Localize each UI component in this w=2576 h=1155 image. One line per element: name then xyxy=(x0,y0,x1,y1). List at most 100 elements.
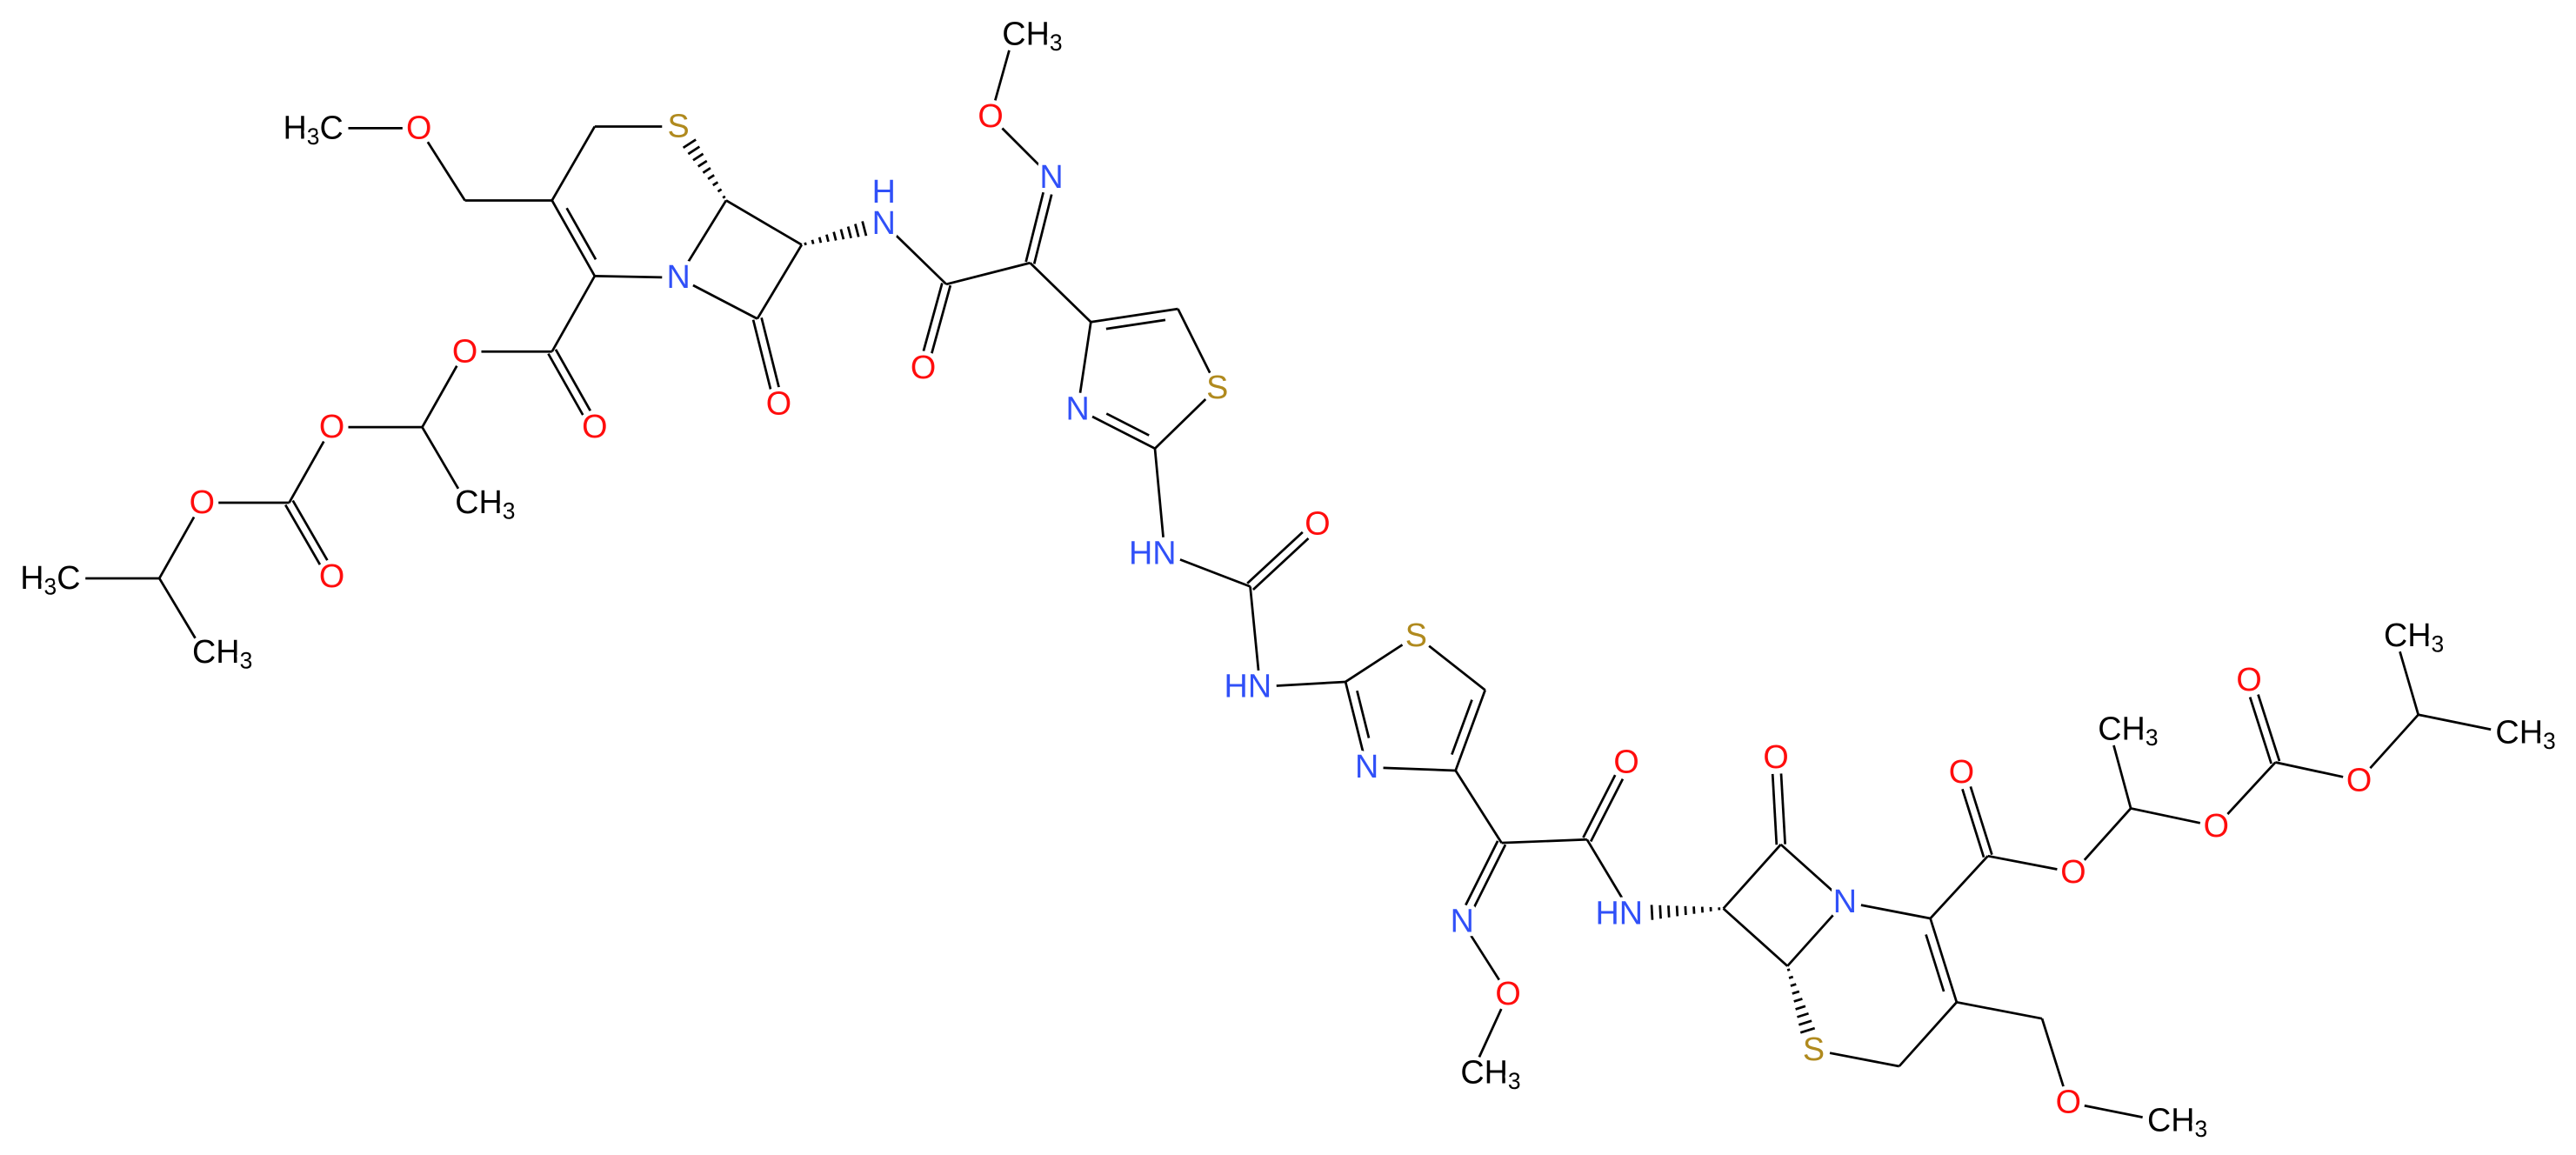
single-bond xyxy=(1987,854,2058,871)
single-bond xyxy=(421,365,458,428)
double-bond-line xyxy=(1779,773,1786,845)
atom-label-o: O xyxy=(978,98,1003,135)
double-bond-inner-line xyxy=(565,207,597,261)
hashed-wedge-bond-stroke xyxy=(1793,998,1803,1003)
atom-label-hn: HN xyxy=(1129,536,1177,572)
atom-label-n: N xyxy=(667,259,691,296)
double-bond-inner-line xyxy=(1451,699,1473,756)
single-bond xyxy=(993,50,1011,102)
hashed-wedge-bond-stroke xyxy=(717,188,723,193)
hashed-wedge-bond-stroke xyxy=(1795,1005,1806,1011)
single-bond xyxy=(2418,713,2492,731)
atom-label-o: O xyxy=(582,409,607,445)
hashed-wedge-bond-stroke xyxy=(1799,1026,1816,1034)
double-bond-inner-line xyxy=(1105,318,1166,330)
single-bond xyxy=(725,199,803,246)
atom-label-ch3: CH3 xyxy=(2495,715,2555,754)
single-bond xyxy=(551,275,597,352)
hashed-wedge-bond-stroke xyxy=(697,159,708,168)
atom-label-ch3: CH3 xyxy=(455,484,515,524)
double-bond-line xyxy=(1251,537,1310,591)
single-bond xyxy=(2275,761,2344,778)
hashed-wedge-bond-stroke xyxy=(804,242,807,246)
double-bond-line xyxy=(284,504,322,565)
single-bond xyxy=(1779,843,1834,892)
atom-label-o: O xyxy=(2060,854,2085,891)
atom-label-n: N xyxy=(1833,884,1857,920)
atom-label-o: O xyxy=(1495,976,1520,1012)
atom-label-n: N xyxy=(872,205,896,242)
single-bond xyxy=(2112,744,2132,809)
single-bond xyxy=(1829,1052,1899,1068)
double-bond-line xyxy=(2248,697,2272,764)
single-bond xyxy=(1177,308,1211,374)
atom-label-o: O xyxy=(2346,762,2372,798)
atom-label-hn: HN xyxy=(1595,895,1643,931)
atom-label-ch3: CH3 xyxy=(2098,711,2158,751)
atom-label-o: O xyxy=(319,409,344,445)
hashed-wedge-bond-stroke xyxy=(1675,905,1679,917)
single-bond xyxy=(158,578,197,639)
atom-label-ch3: CH3 xyxy=(2147,1102,2207,1141)
hashed-wedge-bond-stroke xyxy=(1788,975,1794,979)
single-bond xyxy=(685,199,728,264)
single-bond xyxy=(1276,680,1346,687)
single-bond xyxy=(288,440,325,504)
single-bond xyxy=(894,234,948,285)
single-bond xyxy=(2084,1104,2143,1118)
hashed-wedge-bond-stroke xyxy=(839,229,845,240)
double-bond-line xyxy=(751,319,772,390)
double-bond-line xyxy=(2257,694,2281,762)
double-bond-line xyxy=(1961,788,1985,858)
double-bond-line xyxy=(1091,307,1178,324)
double-bond-line xyxy=(554,349,591,411)
hashed-wedge-bond-stroke xyxy=(712,181,719,187)
single-bond xyxy=(2399,651,2419,716)
single-bond xyxy=(426,141,466,202)
double-bond-inner-line xyxy=(1925,934,1945,992)
double-bond-line xyxy=(291,499,329,561)
double-bond-line xyxy=(1344,681,1365,752)
atom-label-o: O xyxy=(2204,808,2229,845)
hashed-wedge-bond-stroke xyxy=(1684,905,1687,916)
single-bond xyxy=(1786,913,1835,967)
double-bond-line xyxy=(1465,840,1499,906)
hashed-wedge-bond-stroke xyxy=(854,224,860,237)
single-bond xyxy=(158,516,196,579)
atom-label-s: S xyxy=(668,108,690,144)
double-bond-line xyxy=(1024,191,1044,263)
single-bond xyxy=(1929,855,1989,919)
single-bond xyxy=(2369,713,2419,770)
bonds-layer xyxy=(85,50,2492,1118)
hashed-wedge-bond-stroke xyxy=(1798,1019,1812,1026)
hashed-wedge-bond-stroke xyxy=(846,226,852,239)
single-bond xyxy=(1470,934,1501,981)
atom-label-s: S xyxy=(1206,370,1228,406)
single-bond xyxy=(1501,838,1587,845)
hashed-wedge-bond-stroke xyxy=(1792,990,1800,995)
atom-label-o: O xyxy=(2236,662,2261,698)
single-bond xyxy=(1001,127,1041,167)
atom-label-o: O xyxy=(1949,754,1974,791)
single-bond xyxy=(692,284,758,320)
double-bond-line xyxy=(931,284,952,354)
single-bond xyxy=(1454,770,1503,844)
double-bond-line xyxy=(1454,689,1486,771)
double-bond-line xyxy=(551,199,597,277)
hashed-wedge-bond-stroke xyxy=(1658,905,1662,919)
single-bond xyxy=(1585,838,1625,900)
single-bond xyxy=(594,274,663,279)
double-bond-line xyxy=(922,283,944,351)
atom-label-o: O xyxy=(190,484,215,521)
hashed-wedge-bond-stroke xyxy=(811,239,815,244)
single-bond xyxy=(1078,322,1092,393)
atom-label-s: S xyxy=(1803,1031,1825,1068)
single-bond xyxy=(1428,644,1486,691)
atom-label-o: O xyxy=(1763,739,1788,776)
double-bond-line xyxy=(1929,918,1959,1003)
hashed-wedge-bond-stroke xyxy=(707,174,715,181)
hashed-wedge-bond-stroke xyxy=(1797,1011,1809,1018)
